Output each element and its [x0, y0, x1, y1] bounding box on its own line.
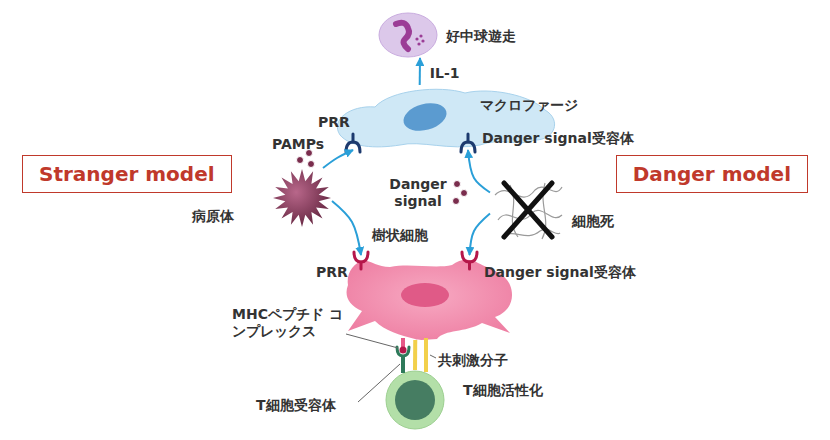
t-cell-shape	[385, 370, 445, 430]
label-text: MHCペプチド コンプレックス	[232, 306, 344, 340]
label-text: Danger signal	[386, 176, 450, 210]
pathogen-shape	[272, 168, 332, 228]
dendritic-receptors	[354, 252, 477, 269]
leader-lines	[346, 334, 436, 402]
costimulation-bar	[413, 340, 417, 370]
text-holder: 細胞死	[572, 211, 614, 230]
model-box: Danger model	[616, 155, 808, 193]
node-label: 樹状細胞	[372, 227, 428, 243]
label-text: PRR	[318, 114, 350, 131]
dead-cell-shape	[490, 175, 565, 245]
macrophage-receptors	[346, 134, 475, 152]
signal-arrow	[468, 150, 490, 193]
danger-signal-dots	[453, 181, 468, 205]
dead-cell: 細胞死	[490, 175, 565, 245]
pathogen: 病原体	[272, 168, 332, 228]
text-holder: マクロファージ	[480, 95, 578, 114]
edge-label-text: IL-1	[430, 65, 460, 81]
receptor-label: T細胞受容体	[256, 395, 336, 414]
node-label: T細胞活性化	[463, 382, 543, 398]
neutrophil: 好中球遊走	[378, 12, 438, 58]
node-label: 好中球遊走	[446, 28, 516, 44]
text-holder: 樹状細胞	[372, 225, 428, 244]
receptor-label: PRR	[318, 112, 350, 131]
signal-arrow	[470, 214, 491, 256]
model-box: Stranger model	[22, 155, 232, 193]
synapse-molecules	[397, 338, 426, 373]
pamps-dots	[297, 150, 315, 168]
label-text: Danger signal受容体	[482, 130, 634, 147]
signal-arrow	[323, 150, 353, 168]
receptor-label: Danger signal受容体	[482, 128, 634, 147]
label-text: 共刺激分子	[438, 352, 508, 369]
signal-label: Danger signal	[386, 176, 450, 210]
receptor-label: Danger signal受容体	[484, 262, 636, 281]
model-title: Danger model	[633, 162, 791, 186]
text-holder: 好中球遊走	[446, 26, 516, 45]
receptor-label: PRR	[316, 262, 348, 281]
edge-label: IL-1	[430, 63, 460, 82]
node-label: 病原体	[192, 208, 234, 224]
label-text: Danger signal受容体	[484, 264, 636, 281]
text-holder: T細胞活性化	[463, 380, 543, 399]
molecule-label: MHCペプチド コンプレックス	[232, 306, 344, 340]
molecule-label: PAMPs	[272, 134, 324, 153]
label-text: T細胞受容体	[256, 397, 336, 414]
node-label: 細胞死	[572, 213, 614, 229]
molecule-label: 共刺激分子	[438, 350, 508, 369]
model-title: Stranger model	[39, 162, 215, 186]
t-cell: T細胞活性化	[385, 370, 445, 430]
node-label: マクロファージ	[480, 97, 578, 113]
signal-arrow	[332, 201, 361, 255]
label-text: PAMPs	[272, 136, 324, 153]
text-holder: 病原体	[192, 206, 234, 225]
signal-arrow	[419, 58, 421, 85]
neutrophil-shape	[378, 12, 438, 58]
label-text: PRR	[316, 264, 348, 281]
